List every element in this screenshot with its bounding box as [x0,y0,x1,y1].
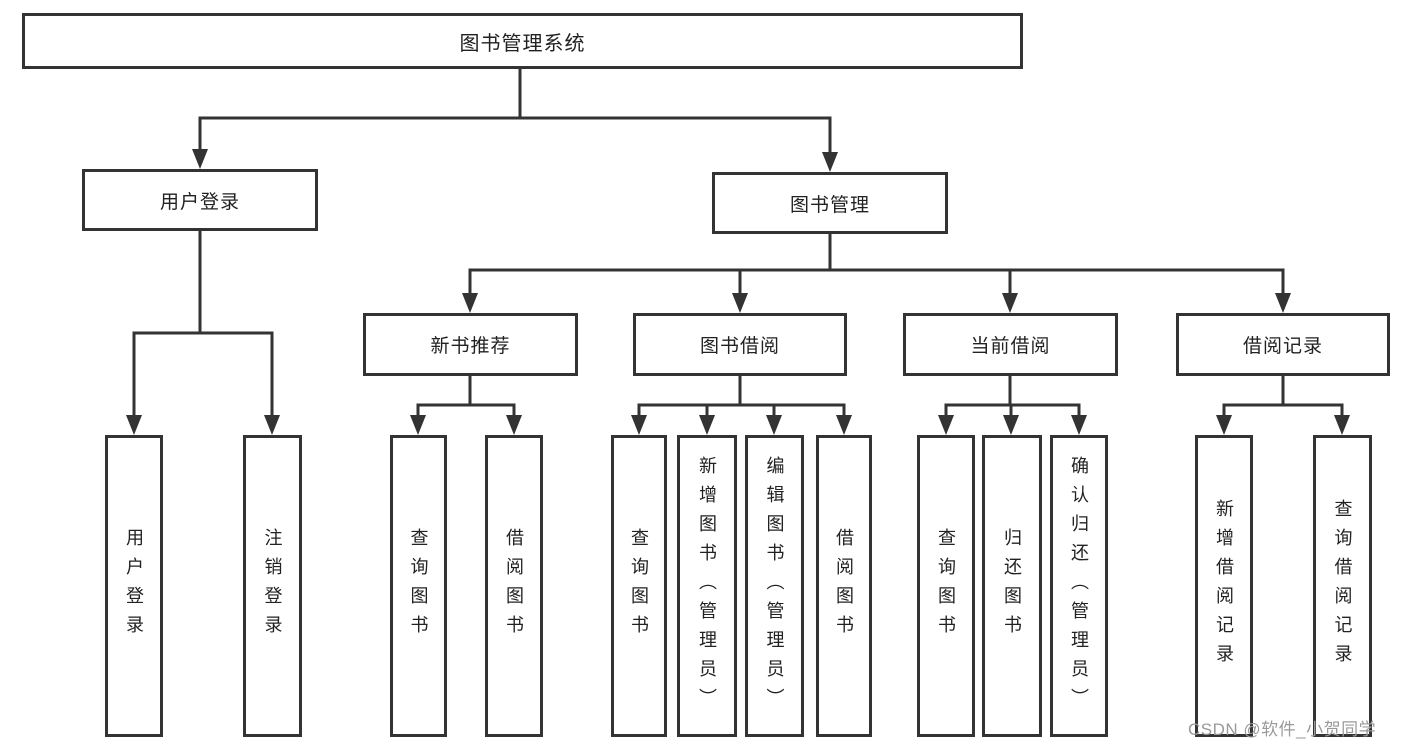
csdn-watermark: CSDN @软件_小贺同学 [1188,720,1377,739]
leaf-borrow-books-s1: 借阅图书 [816,435,872,737]
leaf-query-books-s2: 查询图书 [917,435,975,737]
leaf-user-login: 用户登录 [105,435,163,737]
arrow-s2-leaf-0 [938,415,954,435]
node-user-login-branch: 用户登录 [82,169,318,231]
node-label: 当前借阅 [970,336,1051,357]
leaf-add-borrow-record: 新增借阅记录 [1195,435,1253,737]
connector-book-bar [468,268,1285,299]
arrow-s1-leaf-0 [631,415,647,435]
leaf-label: 查询借阅记录 [1332,499,1353,673]
leaf-label: 借阅图书 [834,528,854,644]
node-label: 新书推荐 [430,336,511,357]
arrow-s3-leaf-1 [1334,415,1350,435]
arrow-to-section-3 [1275,293,1291,313]
node-current-borrowing: 当前借阅 [903,313,1118,376]
arrow-s2-leaf-1 [1003,415,1019,435]
connector-s3-bar [1222,403,1344,421]
leaf-label: 用户登录 [124,528,144,644]
leaf-label: 确认归还（管理员） [1069,455,1089,717]
arrow-user-leaf-1 [264,415,280,435]
node-new-book-recommendation: 新书推荐 [363,313,578,376]
node-label: 图书借阅 [699,336,780,357]
leaf-edit-books-admin: 编辑图书（管理员） [745,435,804,737]
node-label: 图书管理系统 [459,32,586,55]
leaf-label: 查询图书 [936,528,956,644]
node-book-borrowing: 图书借阅 [633,313,847,376]
arrow-s1-leaf-2 [766,415,782,435]
leaf-label: 查询图书 [629,528,649,644]
connector-user-bar [132,331,274,421]
arrow-to-section-1 [732,293,748,313]
leaf-add-books-admin: 新增图书（管理员） [677,435,737,737]
arrow-s3-leaf-0 [1216,415,1232,435]
arrow-s1-leaf-3 [836,415,852,435]
arrow-s0-leaf-1 [506,415,522,435]
leaf-label: 新增借阅记录 [1214,499,1234,673]
leaf-borrow-books-s0: 借阅图书 [485,435,543,737]
arrow-s2-leaf-2 [1071,415,1087,435]
leaf-label: 编辑图书（管理员） [764,455,785,717]
arrow-to-section-2 [1002,293,1018,313]
arrow-to-section-0 [462,293,478,313]
leaf-logout: 注销登录 [243,435,302,737]
arrow-user-leaf-0 [126,415,142,435]
connector-s0-bar [416,403,516,421]
connector-arrowheads [126,149,1350,435]
leaf-label: 注销登录 [262,528,283,644]
leaf-query-books-s1: 查询图书 [611,435,667,737]
node-label: 图书管理 [789,194,870,216]
leaf-label: 归还图书 [1002,528,1022,644]
leaf-return-books: 归还图书 [982,435,1042,737]
arrow-s0-leaf-0 [410,415,426,435]
node-label: 借阅记录 [1242,336,1323,357]
leaf-confirm-return-admin: 确认归还（管理员） [1050,435,1108,737]
arrow-to-book-management [822,152,838,172]
connector-s1-bar [637,403,846,421]
leaf-label: 查询图书 [408,528,429,644]
leaf-label: 新增图书（管理员） [697,455,717,717]
node-book-management-branch: 图书管理 [712,172,948,234]
leaf-query-books-s0: 查询图书 [390,435,447,737]
leaf-label: 借阅图书 [504,528,524,644]
node-library-management-system: 图书管理系统 [22,13,1023,69]
leaf-query-borrow-record: 查询借阅记录 [1313,435,1372,737]
node-borrowing-records: 借阅记录 [1176,313,1390,376]
connector-root-bar [198,116,832,158]
arrow-to-user-login [192,149,208,169]
node-label: 用户登录 [159,191,240,213]
arrow-s1-leaf-1 [699,415,715,435]
